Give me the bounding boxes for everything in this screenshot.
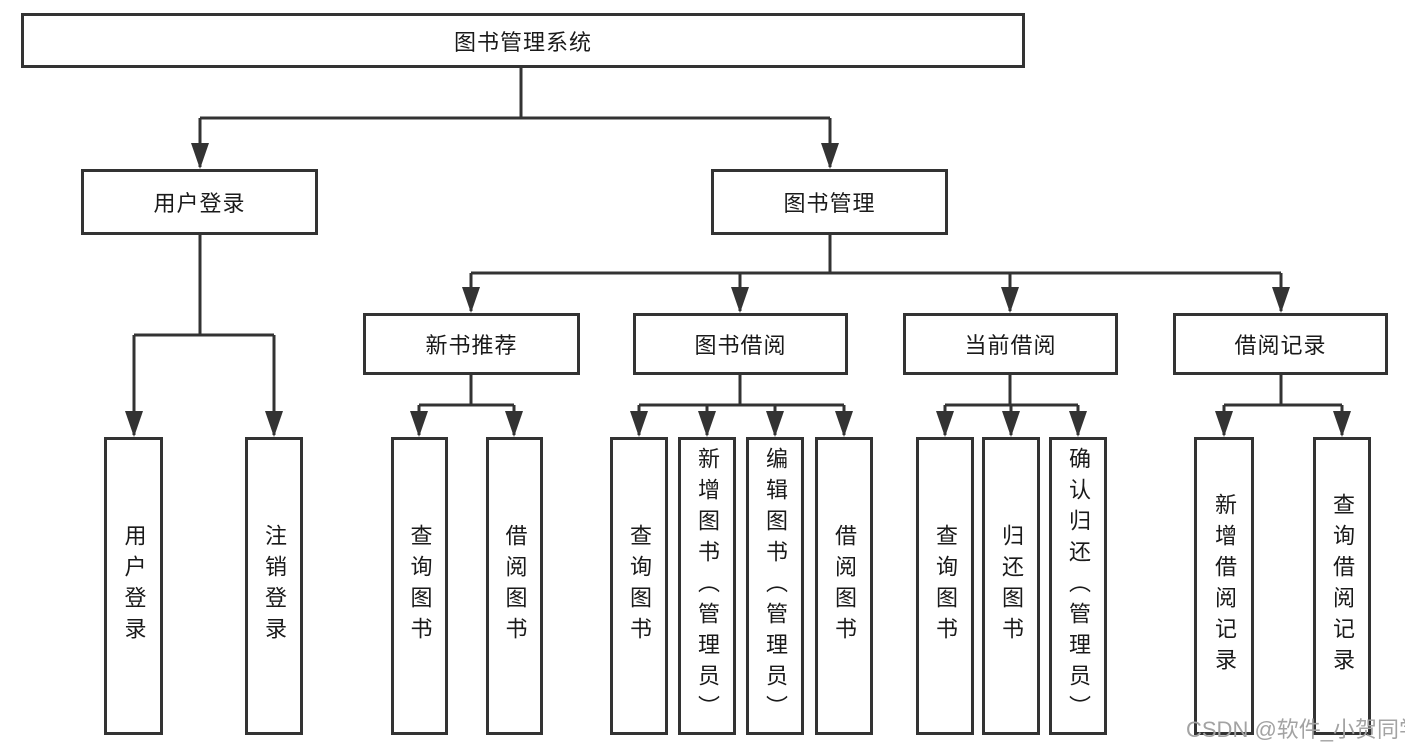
connector-new-book xyxy=(419,375,514,407)
node-library-system: 图书管理系统 xyxy=(21,13,1025,68)
node-user-login: 用户登录 xyxy=(81,169,318,235)
node-borrow-records: 借阅记录 xyxy=(1173,313,1388,375)
leaf-cb-return-book: 归还图书 xyxy=(982,437,1040,735)
leaf-cb-confirm-return-admin: 确认归还（管理员） xyxy=(1049,437,1107,735)
node-new-book-recommend: 新书推荐 xyxy=(363,313,580,375)
node-current-borrow: 当前借阅 xyxy=(903,313,1118,375)
leaf-bb-borrow-book: 借阅图书 xyxy=(815,437,873,735)
connector-borrow-records xyxy=(1224,375,1342,407)
connector-book-borrow xyxy=(639,375,844,407)
leaf-br-query-record: 查询借阅记录 xyxy=(1313,437,1371,735)
leaf-bb-query-book: 查询图书 xyxy=(610,437,668,735)
connector-book-management xyxy=(471,235,1281,275)
leaf-nb-query-book: 查询图书 xyxy=(391,437,448,735)
node-book-borrow: 图书借阅 xyxy=(633,313,848,375)
node-book-management: 图书管理 xyxy=(711,169,948,235)
leaf-logout: 注销登录 xyxy=(245,437,303,735)
leaf-user-login: 用户登录 xyxy=(104,437,163,735)
leaf-br-add-record: 新增借阅记录 xyxy=(1194,437,1254,735)
connector-user-login xyxy=(134,235,274,337)
connector-current-borrow xyxy=(945,375,1078,407)
leaf-bb-edit-book-admin: 编辑图书（管理员） xyxy=(746,437,804,735)
csdn-watermark: CSDN @软件_小贺同学 xyxy=(1186,717,1405,742)
leaf-cb-query-book: 查询图书 xyxy=(916,437,974,735)
connector-root xyxy=(200,68,830,120)
leaf-nb-borrow-book: 借阅图书 xyxy=(486,437,543,735)
leaf-bb-add-book-admin: 新增图书（管理员） xyxy=(678,437,736,735)
